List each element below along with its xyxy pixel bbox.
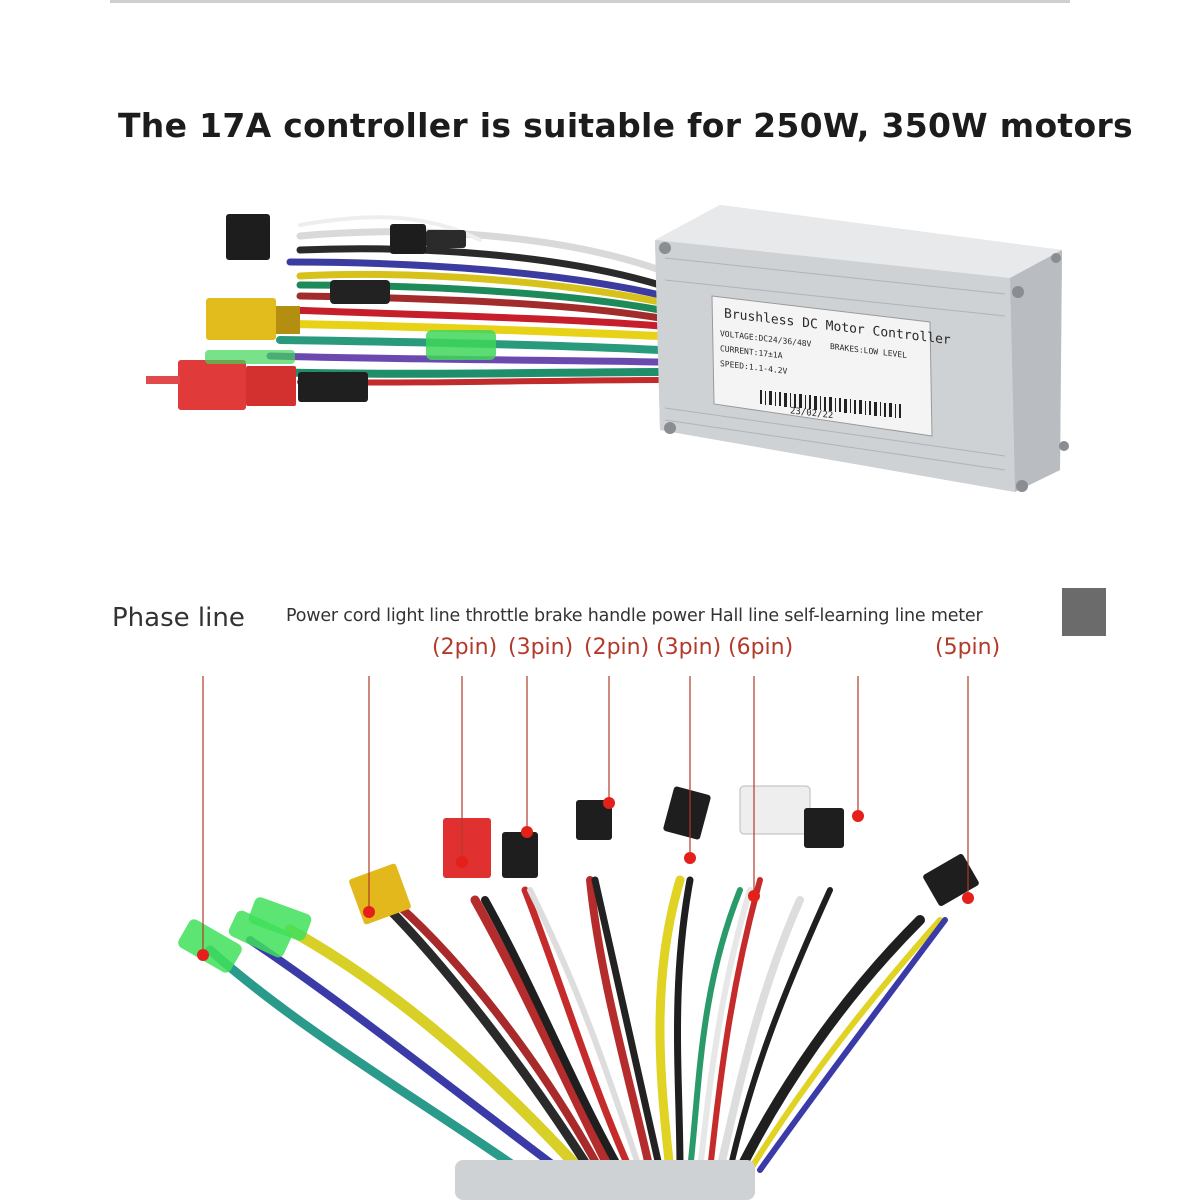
pin-label-1: (2pin) [432, 635, 498, 660]
phase-line-label: Phase line [112, 603, 245, 633]
barcode [760, 390, 901, 418]
headline: The 17A controller is suitable for 250W,… [118, 106, 1133, 145]
controller-box: Brushless DC Motor Controller VOLTAGE:DC… [655, 205, 1069, 492]
callout-lines [202, 676, 969, 955]
pin-label-6: (5pin) [935, 635, 1001, 660]
top-crop-strip [110, 0, 1070, 3]
pin-label-5: (6pin) [728, 635, 794, 660]
callout-markers [197, 797, 974, 961]
color-swatch [1062, 588, 1106, 636]
photo-connectors [146, 214, 496, 410]
wire-labels: Power cord light line throttle brake han… [286, 606, 983, 626]
pin-label-2: (3pin) [508, 635, 574, 660]
diagram-wires [205, 875, 948, 1176]
pin-label-4: (3pin) [656, 635, 722, 660]
pin-label-3: (2pin) [584, 635, 650, 660]
controller-photo: Brushless DC Motor Controller VOLTAGE:DC… [146, 205, 1069, 492]
diagram-connectors [178, 785, 979, 1200]
